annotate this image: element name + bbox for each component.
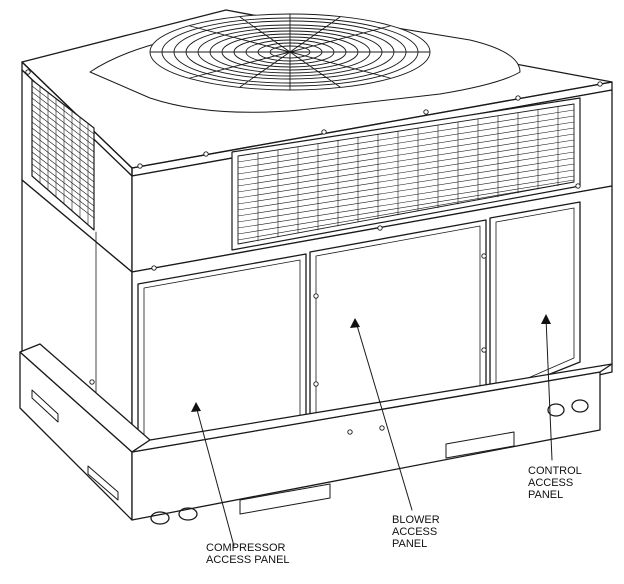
label-line: PANEL [392, 538, 428, 550]
fan-grille [149, 13, 431, 91]
label-line: BLOWER [392, 514, 440, 526]
blower-arrow [350, 318, 360, 328]
base-rail [19, 343, 613, 525]
control-arrow [541, 314, 551, 324]
label-line: CONTROL [528, 465, 582, 477]
label-line: COMPRESSOR [206, 542, 286, 554]
label-line: ACCESS [392, 526, 438, 538]
control-access-panel [489, 201, 581, 399]
label-line: ACCESS PANEL [206, 554, 290, 566]
arrowheads [191, 314, 551, 412]
left-coil-grille [31, 79, 95, 231]
compressor-access-panel-label: COMPRESSOR ACCESS PANEL [206, 542, 290, 566]
panel-screws [25, 69, 603, 435]
blower-access-panel-label: BLOWER ACCESS PANEL [392, 514, 440, 550]
compressor-arrow [191, 402, 201, 412]
label-line: ACCESS [528, 477, 574, 489]
leader-lines [195, 317, 553, 547]
label-line: PANEL [528, 489, 564, 501]
control-access-panel-label: CONTROL ACCESS PANEL [528, 465, 582, 501]
front-coil-grille [231, 97, 581, 251]
